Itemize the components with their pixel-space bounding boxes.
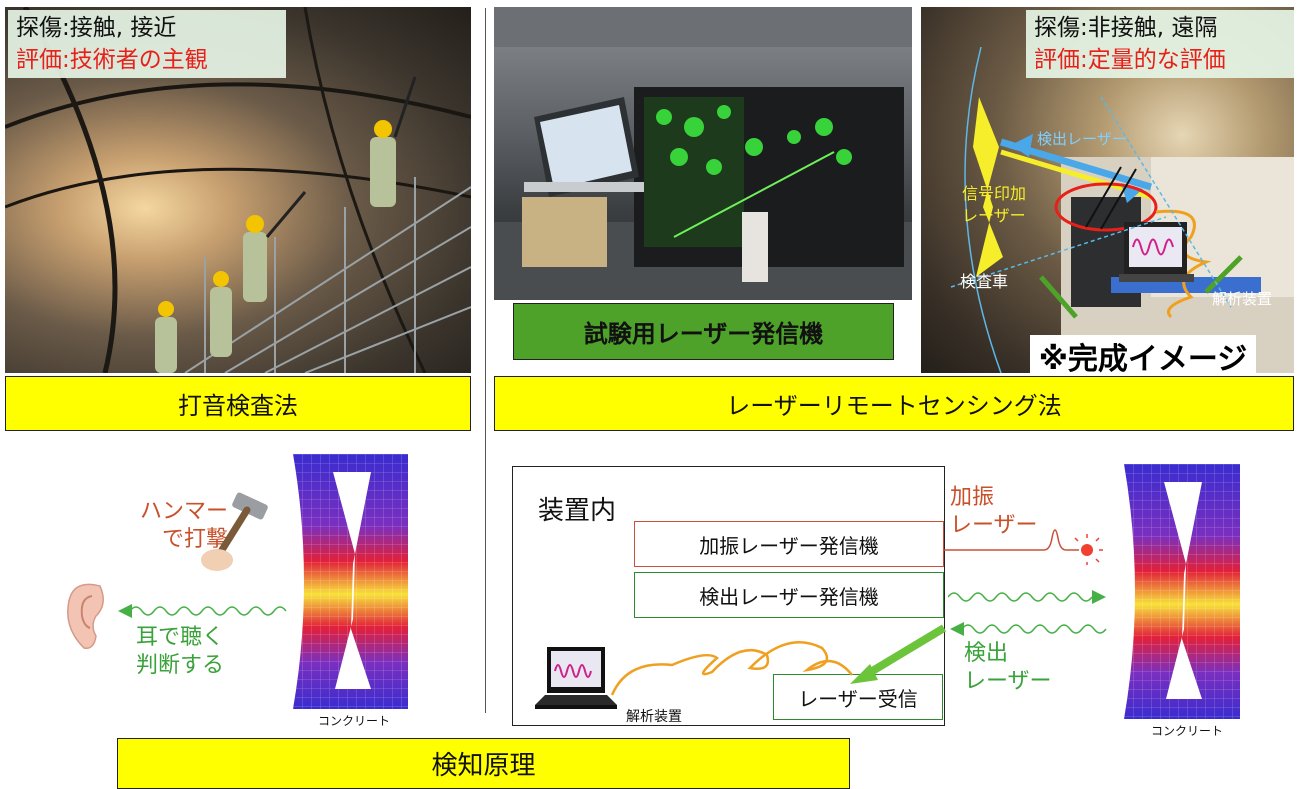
detection-wave-in-arrow bbox=[950, 622, 1107, 636]
laptop-analyzer-icon bbox=[535, 647, 617, 709]
excitation-pulse bbox=[944, 529, 1103, 565]
detection-line2: レーザー bbox=[964, 669, 1052, 694]
ear-line1: 耳で聴く bbox=[136, 625, 225, 650]
signal-burst-icon bbox=[973, 97, 1003, 277]
detection-principle-label: 検知原理 bbox=[117, 738, 850, 789]
concrete-label-right: コンクリート bbox=[1151, 724, 1224, 738]
excitation-laser-text: 加振 レーザー bbox=[950, 484, 1038, 540]
excitation-line1: 加振 bbox=[950, 485, 995, 510]
completion-image-label: ※完成イメージ bbox=[1030, 335, 1256, 377]
signal-laser-line1: 信号印加 bbox=[962, 184, 1027, 203]
vertical-divider bbox=[485, 8, 486, 713]
left-caption-box: 探傷:接触, 接近 評価:技術者の主観 bbox=[8, 10, 286, 78]
excitation-transmitter-box: 加振レーザー発信機 bbox=[634, 521, 944, 567]
laser-receiver-box: レーザー受信 bbox=[773, 674, 943, 720]
concrete-deformation-right bbox=[1124, 464, 1240, 719]
laser-remote-sensing-label: レーザーリモートセンシング法 bbox=[494, 376, 1294, 431]
detection-line1: 検出 bbox=[964, 641, 1009, 666]
device-inside-title: 装置内 bbox=[538, 496, 617, 526]
detection-laser-text: 検出 レーザー bbox=[964, 640, 1052, 696]
excitation-line2: レーザー bbox=[950, 513, 1038, 538]
laser-equipment-illustration bbox=[494, 7, 912, 300]
hammer-icon bbox=[201, 492, 268, 571]
left-evaluation-text: 評価:技術者の主観 bbox=[16, 47, 208, 73]
ear-icon bbox=[67, 583, 104, 649]
laser-transmitter-photo bbox=[494, 7, 912, 300]
test-laser-transmitter-label: 試験用レーザー発信機 bbox=[513, 303, 894, 360]
analyzer-photo-label: 解析装置 bbox=[1212, 290, 1273, 308]
left-inspection-text: 探傷:接触, 接近 bbox=[16, 15, 177, 41]
laser-burst-icon bbox=[1081, 544, 1093, 556]
concrete-deformation-left bbox=[293, 454, 408, 709]
hammer-line2: で打撃 bbox=[162, 527, 229, 552]
hammer-line1: ハンマー bbox=[140, 499, 229, 524]
ear-line2: 判断する bbox=[136, 653, 225, 678]
analyzer-label: 解析装置 bbox=[626, 709, 682, 725]
ear-listen-text: 耳で聴く 判断する bbox=[136, 624, 224, 680]
hammer-strike-text: ハンマー で打撃 bbox=[140, 498, 228, 554]
hammering-method-label: 打音検査法 bbox=[5, 376, 471, 431]
right-inspection-text: 探傷:非接触, 遠隔 bbox=[1034, 15, 1218, 41]
signal-laser-photo-label: 信号印加 レーザー bbox=[962, 183, 1026, 227]
analyzer-cable bbox=[610, 640, 853, 696]
concrete-label-left: コンクリート bbox=[318, 714, 391, 728]
inspection-car-label: 検査車 bbox=[960, 272, 1009, 291]
sound-wave-left-arrow bbox=[118, 604, 287, 618]
right-caption-box: 探傷:非接触, 遠隔 評価:定量的な評価 bbox=[1026, 10, 1294, 78]
detection-wave-out-arrow bbox=[948, 590, 1106, 604]
detection-laser-photo-label: 検出レーザー bbox=[1037, 130, 1127, 148]
detection-transmitter-box: 検出レーザー発信機 bbox=[634, 572, 944, 618]
signal-laser-line2: レーザー bbox=[962, 206, 1026, 225]
right-evaluation-text: 評価:定量的な評価 bbox=[1034, 47, 1226, 73]
reflection-green-arrow bbox=[850, 624, 947, 684]
